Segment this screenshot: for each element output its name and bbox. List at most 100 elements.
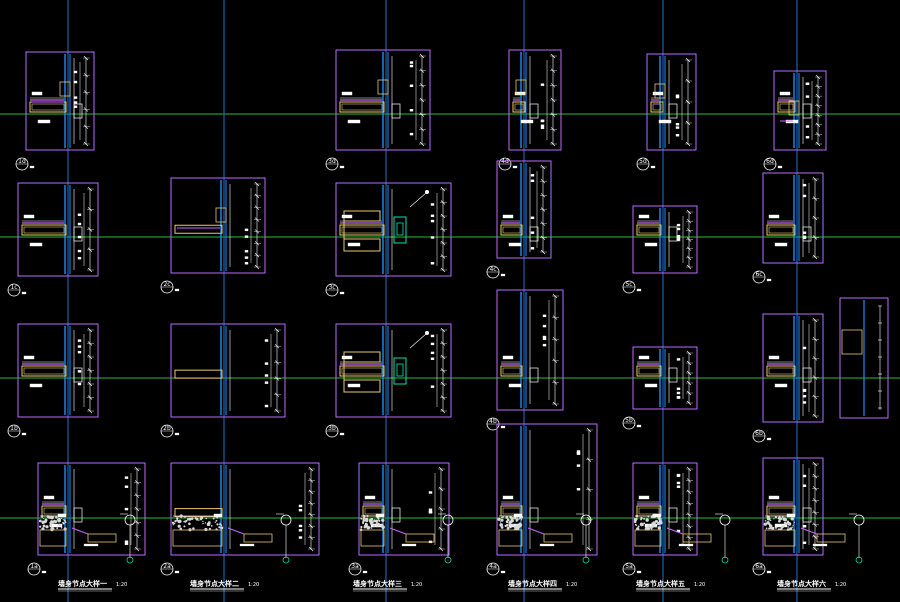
- gravel-dot: [178, 519, 182, 523]
- gravel-dot: [212, 517, 215, 520]
- gravel-dot: [792, 524, 794, 526]
- callout-label: 4a: [489, 563, 497, 570]
- callout-scale-mark: [650, 165, 656, 169]
- foundation-outline: [634, 529, 662, 547]
- detail-frame: [496, 160, 552, 259]
- dimension-text-mark: [530, 179, 535, 183]
- dimension-text-mark: [430, 342, 435, 346]
- dimension-text-mark: [124, 540, 129, 543]
- gravel-dot: [654, 519, 658, 523]
- footer-title-scale: 1:20: [411, 582, 422, 588]
- gravel-dot: [172, 524, 174, 526]
- label-mark: [29, 242, 43, 247]
- leader-line: [409, 333, 427, 349]
- anchor-box: [73, 507, 83, 523]
- label-mark: [29, 383, 43, 388]
- footer-title-label: 墙身节点大样一: [58, 579, 107, 588]
- callout-scale-mark: [339, 432, 345, 436]
- slab-outline: [21, 224, 67, 236]
- bubble-end: [855, 556, 863, 564]
- paving-slope: [389, 527, 407, 535]
- dimension-text-mark: [244, 262, 249, 265]
- dimension-text-mark: [73, 105, 78, 108]
- dimension-text-mark: [77, 222, 82, 226]
- bracket-accent: [393, 216, 407, 244]
- detail-3d: 3d: [325, 49, 431, 171]
- foundation-outline: [764, 529, 796, 547]
- dimension-text-mark: [77, 339, 82, 342]
- paving-slope: [527, 527, 545, 535]
- dimension-text-mark: [576, 488, 581, 491]
- gravel-dot: [381, 518, 385, 522]
- slab-inner: [23, 226, 65, 234]
- detail-2a: 2a: [160, 462, 320, 576]
- dimension-text-mark: [540, 119, 545, 122]
- gravel-dot: [188, 522, 191, 526]
- label-mark: [678, 543, 694, 547]
- gravel-dot: [500, 525, 503, 528]
- dimension-text-mark: [430, 385, 435, 388]
- dimension-text-mark: [244, 250, 249, 253]
- bubble-end: [582, 556, 590, 564]
- detail-5c: 5c: [622, 205, 698, 294]
- gravel-dot: [500, 518, 504, 522]
- dimension-text-mark: [576, 464, 581, 467]
- slab-inner: [364, 507, 383, 515]
- footer-title-label: 墙身节点大样六: [777, 579, 826, 588]
- label-mark: [502, 214, 514, 219]
- gravel-dot: [219, 522, 221, 524]
- gravel-dot: [176, 519, 179, 522]
- anchor-box: [529, 226, 539, 242]
- detail-frame: [170, 177, 266, 274]
- callout-label: 2b: [163, 425, 171, 432]
- label-mark: [347, 242, 361, 247]
- gravel-dot: [192, 527, 195, 530]
- detail-frame: [335, 182, 452, 277]
- slab-outline: [339, 101, 385, 113]
- detail-1a: 1a: [27, 462, 146, 576]
- gravel-dot: [49, 524, 53, 527]
- gravel-dot: [499, 521, 502, 523]
- dimension-text-mark: [802, 484, 807, 487]
- detail-frame: [632, 462, 698, 556]
- callout-label: 3d: [328, 158, 336, 165]
- callout-label: 3a: [351, 563, 359, 570]
- slab-inner: [768, 367, 794, 375]
- bubble-end: [444, 556, 452, 564]
- label-mark: [652, 91, 664, 96]
- dimension-text-mark: [430, 236, 435, 239]
- bracket-accent-inner: [396, 363, 404, 377]
- callout-label: 5c: [625, 281, 632, 288]
- gravel-dot: [657, 526, 661, 530]
- slab-inner: [638, 507, 660, 515]
- dimension-text-mark: [430, 262, 435, 265]
- gravel-dot: [364, 522, 368, 526]
- dimension-text-mark: [676, 223, 681, 227]
- callout-scale-mark: [636, 570, 642, 574]
- gravel-dot: [60, 527, 63, 529]
- slab-inner: [341, 103, 383, 111]
- detail-frame: [335, 49, 431, 151]
- label-mark: [341, 355, 353, 360]
- gravel-dot: [57, 519, 61, 523]
- slab-inner: [502, 367, 521, 375]
- transom-outline: [174, 508, 223, 518]
- gravel-dot: [643, 522, 645, 525]
- slab-inner: [638, 226, 660, 234]
- gravel-dot: [635, 524, 637, 527]
- dimension-text-mark: [430, 203, 435, 206]
- slab-inner: [341, 226, 383, 234]
- footer-title-scale: 1:20: [694, 582, 705, 588]
- detail-frame: [335, 323, 452, 418]
- detail-frame: [762, 172, 824, 264]
- gravel-dot: [364, 524, 366, 527]
- gravel-dot: [769, 524, 773, 528]
- gravel-dot: [202, 520, 204, 523]
- dimension-text-mark: [430, 214, 435, 218]
- dimension-text-mark: [675, 95, 680, 99]
